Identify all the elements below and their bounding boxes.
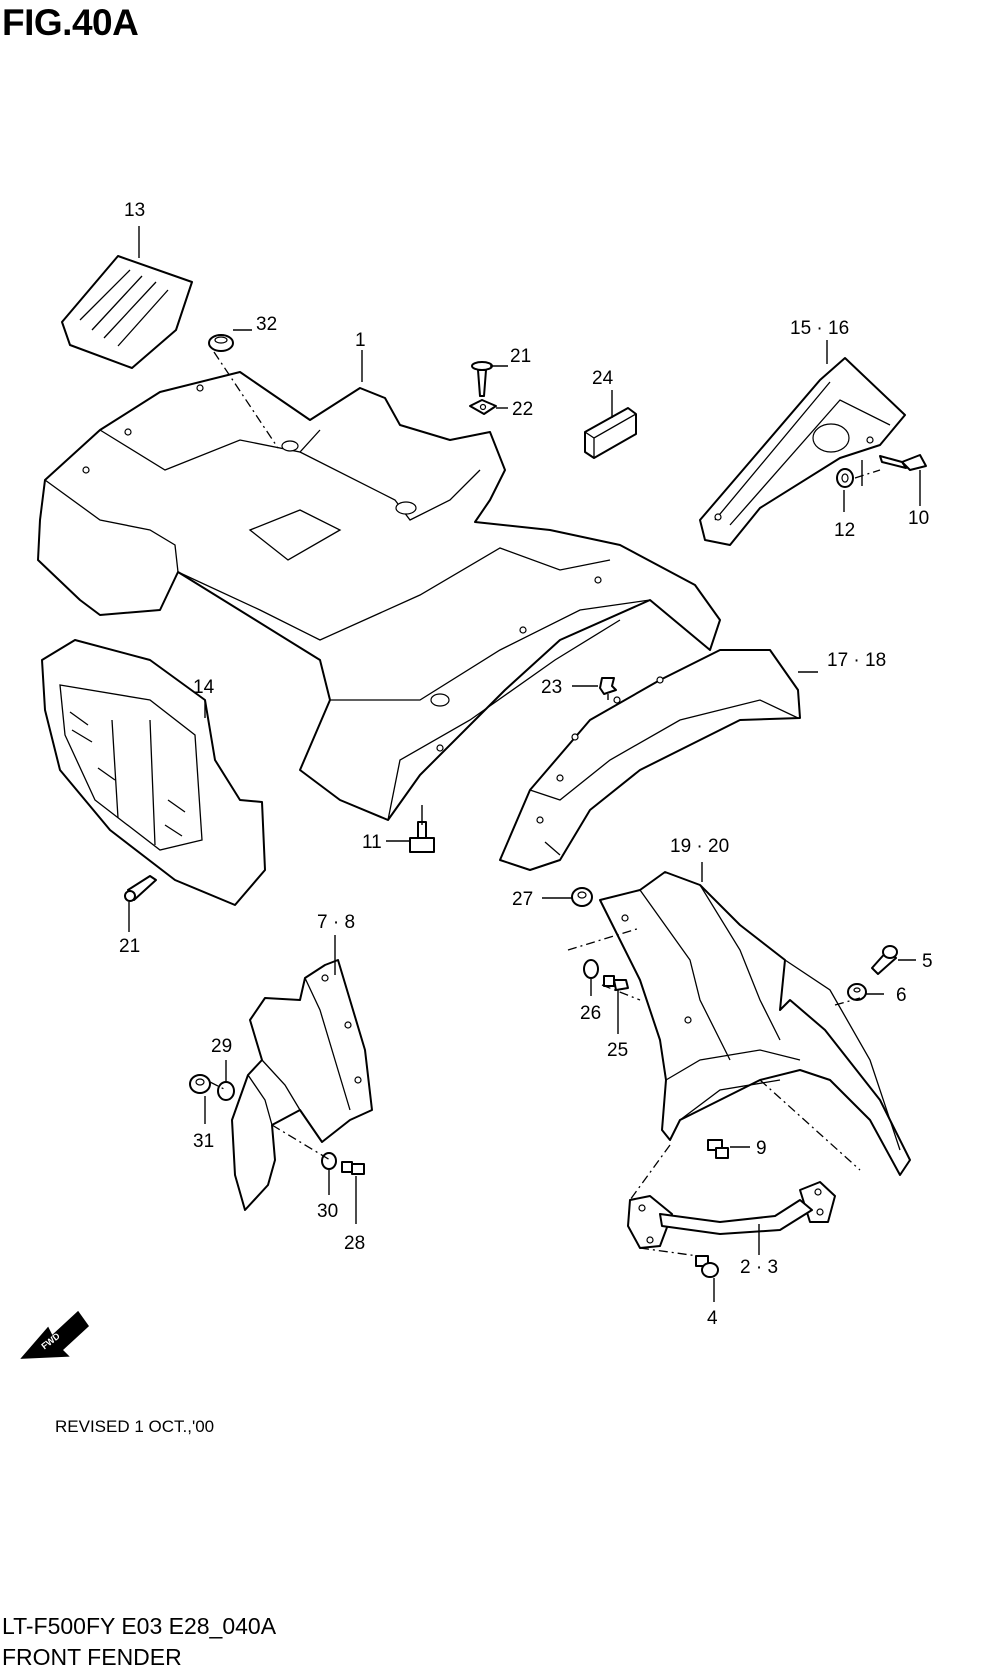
callout-9: 9 xyxy=(756,1138,767,1159)
part-1-front-fender xyxy=(37,371,721,821)
callout-labels: 13 32 1 21 22 24 15 · 16 12 10 17 · 18 2… xyxy=(119,200,933,1329)
part-4-bolt xyxy=(695,1255,719,1278)
part-15-16-bracket xyxy=(699,357,906,546)
part-13-mat xyxy=(61,255,193,369)
part-10-screw xyxy=(879,454,927,471)
callout-5: 5 xyxy=(922,951,933,972)
callout-1: 1 xyxy=(355,330,366,351)
callout-6: 6 xyxy=(896,985,907,1006)
figure-title: FIG.40A xyxy=(2,2,139,43)
callout-22: 22 xyxy=(512,399,533,420)
part-7-8-side-panel xyxy=(231,959,373,1211)
callout-23: 23 xyxy=(541,677,562,698)
part-12-washer xyxy=(836,468,854,488)
fwd-arrow-icon: FWD xyxy=(20,1310,89,1359)
callout-7-8: 7 · 8 xyxy=(317,912,355,933)
callout-4: 4 xyxy=(707,1308,718,1329)
part-27-nut xyxy=(571,887,593,907)
callout-15-16: 15 · 16 xyxy=(790,318,849,339)
part-30-washer xyxy=(321,1152,337,1170)
part-19-20-mudguard xyxy=(599,871,911,1176)
part-29-washer xyxy=(217,1081,235,1101)
part-25-bolt xyxy=(603,975,629,991)
callout-25: 25 xyxy=(607,1040,628,1061)
part-2-3-stay xyxy=(627,1181,836,1249)
callout-19-20: 19 · 20 xyxy=(670,836,729,857)
part-21-screw-lower xyxy=(124,875,157,902)
callout-2-3: 2 · 3 xyxy=(740,1257,778,1278)
callout-31: 31 xyxy=(193,1131,214,1152)
model-code: LT-F500FY E03 E28_040A xyxy=(2,1613,277,1639)
callout-12: 12 xyxy=(834,520,855,541)
part-23-clip xyxy=(599,677,617,700)
part-17-18-flap xyxy=(499,649,801,871)
part-24-pad xyxy=(584,407,637,459)
part-9-bolt xyxy=(707,1139,729,1159)
part-21-screw-upper xyxy=(471,361,493,397)
part-11-bolt xyxy=(409,821,435,853)
callout-26: 26 xyxy=(580,1003,601,1024)
callout-14: 14 xyxy=(193,677,215,698)
diagram-caption: FRONT FENDER xyxy=(2,1644,182,1670)
callout-30: 30 xyxy=(317,1201,338,1222)
callout-29: 29 xyxy=(211,1036,232,1057)
part-14-grille xyxy=(41,639,266,906)
callout-21-lower: 21 xyxy=(119,936,140,957)
part-6-nut xyxy=(847,983,867,1001)
assembly-lines xyxy=(209,351,881,1257)
callout-13: 13 xyxy=(124,200,145,221)
callout-24: 24 xyxy=(592,368,614,389)
callout-11: 11 xyxy=(362,832,382,853)
callout-21-upper: 21 xyxy=(510,346,531,367)
revision-note: REVISED 1 OCT.,'00 xyxy=(55,1417,215,1436)
callout-32: 32 xyxy=(256,314,277,335)
callout-28: 28 xyxy=(344,1233,365,1254)
part-26-washer xyxy=(583,959,599,979)
part-32-grommet xyxy=(208,334,234,352)
callout-17-18: 17 · 18 xyxy=(827,650,886,671)
callout-10: 10 xyxy=(908,508,929,529)
part-22-nut xyxy=(469,399,497,415)
leader-lines xyxy=(128,226,921,1302)
part-5-screw xyxy=(871,945,898,975)
part-28-bolt xyxy=(341,1161,365,1175)
part-31-nut xyxy=(189,1074,211,1094)
callout-27: 27 xyxy=(512,889,533,910)
